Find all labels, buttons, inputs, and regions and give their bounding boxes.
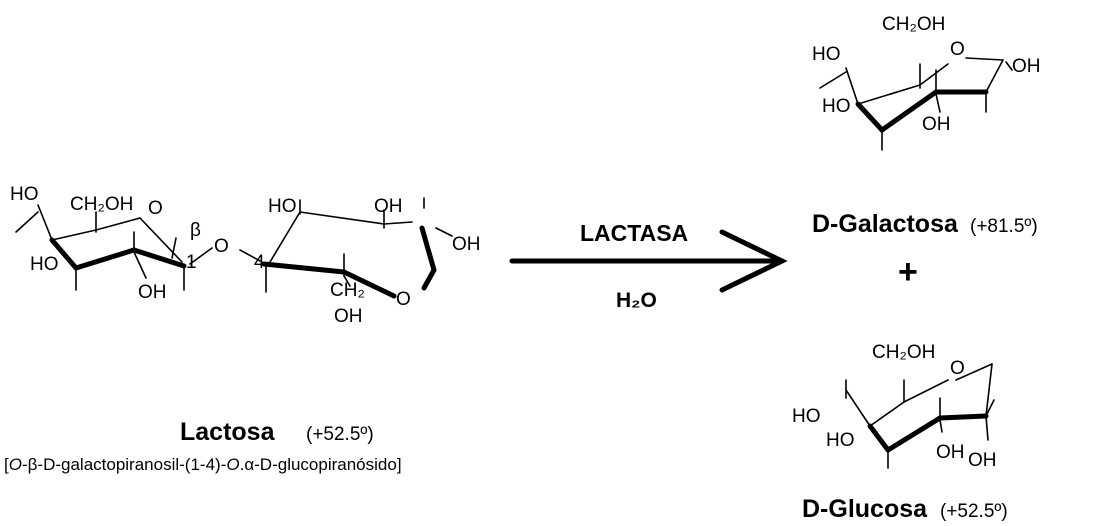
lactose-structure: HO CH₂OH O HO OH β 1 O 4 HO OH OH CH₂ OH… [10,184,481,327]
iupac-segment-1: -β-D-galactopiranosil-(1-4)- [22,455,226,474]
reaction-arrow [509,229,788,293]
lactose-beta-label: β [190,220,201,241]
galactose-ch2oh-label: CH₂OH [882,14,945,35]
water-label: H₂O [616,289,657,312]
lactose-glucose-ring [239,197,453,299]
glucose-oh-bottom-label: OH [936,442,965,463]
galactose-structure: CH₂OH HO O OH HO OH [812,14,1041,151]
iupac-o-prefix-1: O [9,455,22,474]
glucose-name: D-Glucosa [802,495,928,523]
glucose-oh-bottom-right-label: OH [968,450,997,471]
galactose-rotation: (+81.5º) [970,216,1038,237]
glucose-ho-left-label: HO [792,406,821,427]
glucose-ring-oxygen: O [950,358,965,379]
glucose-rotation: (+52.5º) [940,501,1008,522]
lactose-ho-top-right-label: HO [268,196,297,217]
lactose-c4-label: 4 [254,252,265,273]
lactose-name: Lactosa [180,418,276,446]
galactose-ho-mid-label: HO [822,96,851,117]
lactose-bridge-oxygen: O [214,236,229,257]
galactose-ho-top-label: HO [812,44,841,65]
lactose-oh-right-label: OH [452,234,481,255]
lactose-galactose-ring [15,204,213,291]
lactose-ch2oh-label: CH₂OH [70,194,133,215]
lactose-oh-under-ch2-label: OH [334,306,363,327]
iupac-open-bracket: [ [4,455,9,474]
lactose-ch2-label: CH₂ [330,280,365,301]
iupac-segment-2: .α-D-glucopiranósido] [240,455,402,474]
lactose-c1-label: 1 [186,252,197,273]
lactose-ring-oxygen-left: O [148,198,163,219]
lactose-oh-top-right-label: OH [374,196,403,217]
galactose-oh-bottom-label: OH [922,114,951,135]
lactose-ho-mid-left-label: HO [30,254,59,275]
lactose-ho-top-left-label: HO [10,184,39,205]
galactose-oh-right-label: OH [1012,56,1041,77]
galactose-name: D-Galactosa [812,210,959,238]
iupac-o-prefix-2: O [226,455,239,474]
lactose-ring-oxygen-right: O [396,289,411,310]
lactose-iupac-name: [O-β-D-galactopiranosil-(1-4)-O.α-D-gluc… [4,455,402,474]
lactose-oh-bottom-label: OH [138,282,167,303]
glucose-structure: CH₂OH O HO HO OH OH [792,342,997,471]
plus-sign: + [898,253,918,291]
enzyme-label: LACTASA [580,220,688,246]
galactose-ring-oxygen: O [950,39,965,60]
lactose-rotation: (+52.5º) [306,424,374,445]
glucose-ch2oh-label: CH₂OH [872,342,935,363]
glucose-ho-mid-label: HO [826,430,855,451]
